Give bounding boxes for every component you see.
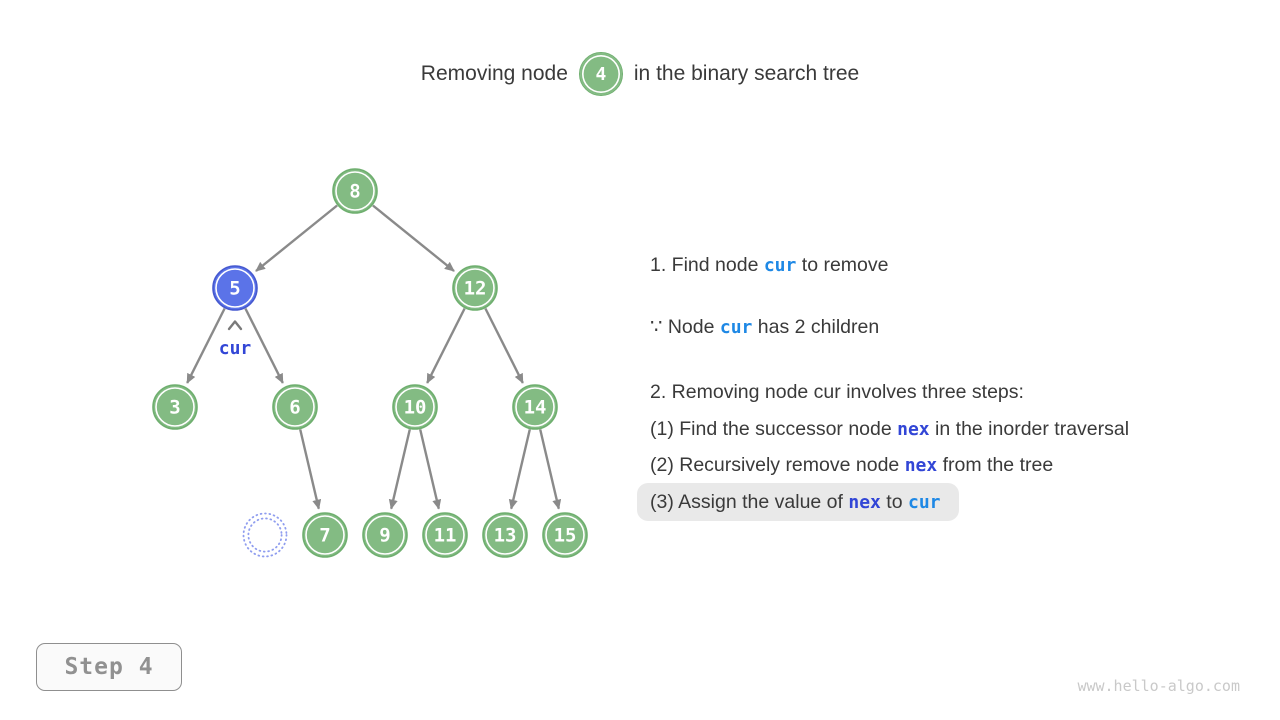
tree-node-5-cur: 5 (212, 265, 258, 311)
keyword-nex: nex (848, 492, 881, 513)
svg-text:15: 15 (554, 525, 577, 547)
pointer-cur-label: cur (219, 338, 252, 359)
panel-line-3: 2. Removing node cur involves three step… (650, 381, 1024, 403)
pointer-caret-icon (227, 320, 243, 331)
title-node-circle: 4 (578, 52, 623, 96)
svg-text:12: 12 (464, 278, 487, 300)
title-text-pre: Removing node (420, 62, 568, 85)
step-indicator: Step 4 (36, 643, 182, 691)
svg-text:10: 10 (404, 397, 427, 419)
svg-text:7: 7 (319, 525, 330, 547)
panel-line-2: ∵ Node cur has 2 children (650, 316, 880, 338)
tree-node-6: 6 (272, 384, 318, 430)
step-label: Step 4 (64, 654, 154, 680)
svg-text:14: 14 (524, 397, 547, 419)
removed-node-placeholder (242, 512, 288, 558)
tree-node-9: 9 (362, 512, 408, 558)
tree-node-8: 8 (332, 168, 378, 214)
watermark: www.hello-algo.com (1077, 677, 1240, 695)
title-text-post: in the binary search tree (633, 62, 860, 85)
tree-node-12: 12 (452, 265, 498, 311)
svg-text:6: 6 (289, 397, 300, 419)
keyword-cur: cur (763, 255, 797, 276)
tree-node-7: 7 (302, 512, 348, 558)
panel-line-1: 1. Find node cur to remove (650, 254, 889, 276)
svg-text:8: 8 (349, 181, 360, 203)
panel-step-1: (1) Find the successor node nex in the i… (650, 418, 1130, 440)
keyword-nex: nex (897, 419, 930, 440)
svg-text:5: 5 (229, 278, 240, 300)
panel-step-2: (2) Recursively remove node nex from the… (650, 454, 1054, 476)
keyword-cur: cur (908, 492, 941, 513)
svg-text:9: 9 (379, 525, 390, 547)
tree-node-14: 14 (512, 384, 558, 430)
panel-step-3-highlighted: (3) Assign the value of nex to cur (637, 483, 959, 521)
title: Removing node 4 in the binary search tre… (0, 50, 1280, 98)
tree-node-11: 11 (422, 512, 468, 558)
tree-node-13: 13 (482, 512, 528, 558)
tree-node-3: 3 (152, 384, 198, 430)
tree-edges (186, 204, 562, 510)
svg-text:13: 13 (494, 525, 517, 547)
tree-node-10: 10 (392, 384, 438, 430)
tree-node-15: 15 (542, 512, 588, 558)
keyword-nex: nex (904, 455, 938, 476)
svg-text:11: 11 (434, 525, 457, 547)
title-node-value: 4 (595, 63, 607, 85)
svg-text:3: 3 (169, 397, 180, 419)
keyword-cur: cur (719, 317, 753, 338)
